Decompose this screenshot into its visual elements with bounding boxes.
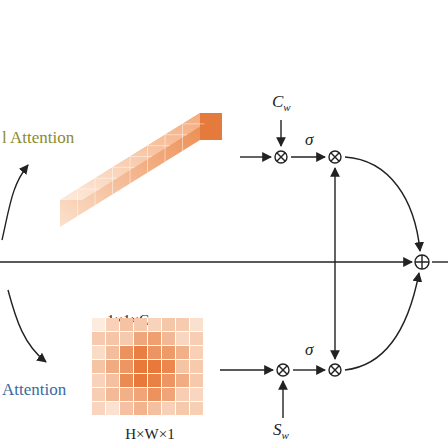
cross-arrow (334, 200, 335, 359)
weight-label: Sw (273, 420, 289, 441)
multiply-symbol (329, 364, 341, 376)
flow-arrow (220, 369, 273, 370)
sigmoid-label: σ (305, 340, 313, 360)
spatial-map: H×W×1 (88, 314, 212, 446)
branch-arrow (2, 165, 28, 240)
add-symbol (415, 255, 429, 269)
multiply-symbol (329, 151, 341, 163)
flow-arrow (293, 369, 325, 370)
merge-arrow (345, 157, 420, 251)
weight-arrow (282, 381, 283, 418)
multiply-symbol (277, 364, 289, 376)
branch-arrow (8, 290, 46, 362)
output-line (432, 261, 448, 262)
vector-prism (55, 106, 230, 236)
residual-line (0, 261, 412, 262)
dimension-label: H×W×1 (125, 426, 174, 443)
branch-title: l Attention (2, 128, 74, 148)
multiply-symbol (275, 151, 287, 163)
branch-title: Attention (2, 380, 66, 400)
weight-arrow (280, 120, 281, 146)
weight-label: Cw (272, 92, 291, 113)
cross-arrow (334, 168, 335, 200)
flow-arrow (240, 156, 271, 157)
channel-vector: 1×1×C (55, 106, 230, 236)
sigmoid-label: σ (305, 130, 313, 150)
merge-arrow (345, 273, 419, 370)
flow-arrow (291, 156, 325, 157)
